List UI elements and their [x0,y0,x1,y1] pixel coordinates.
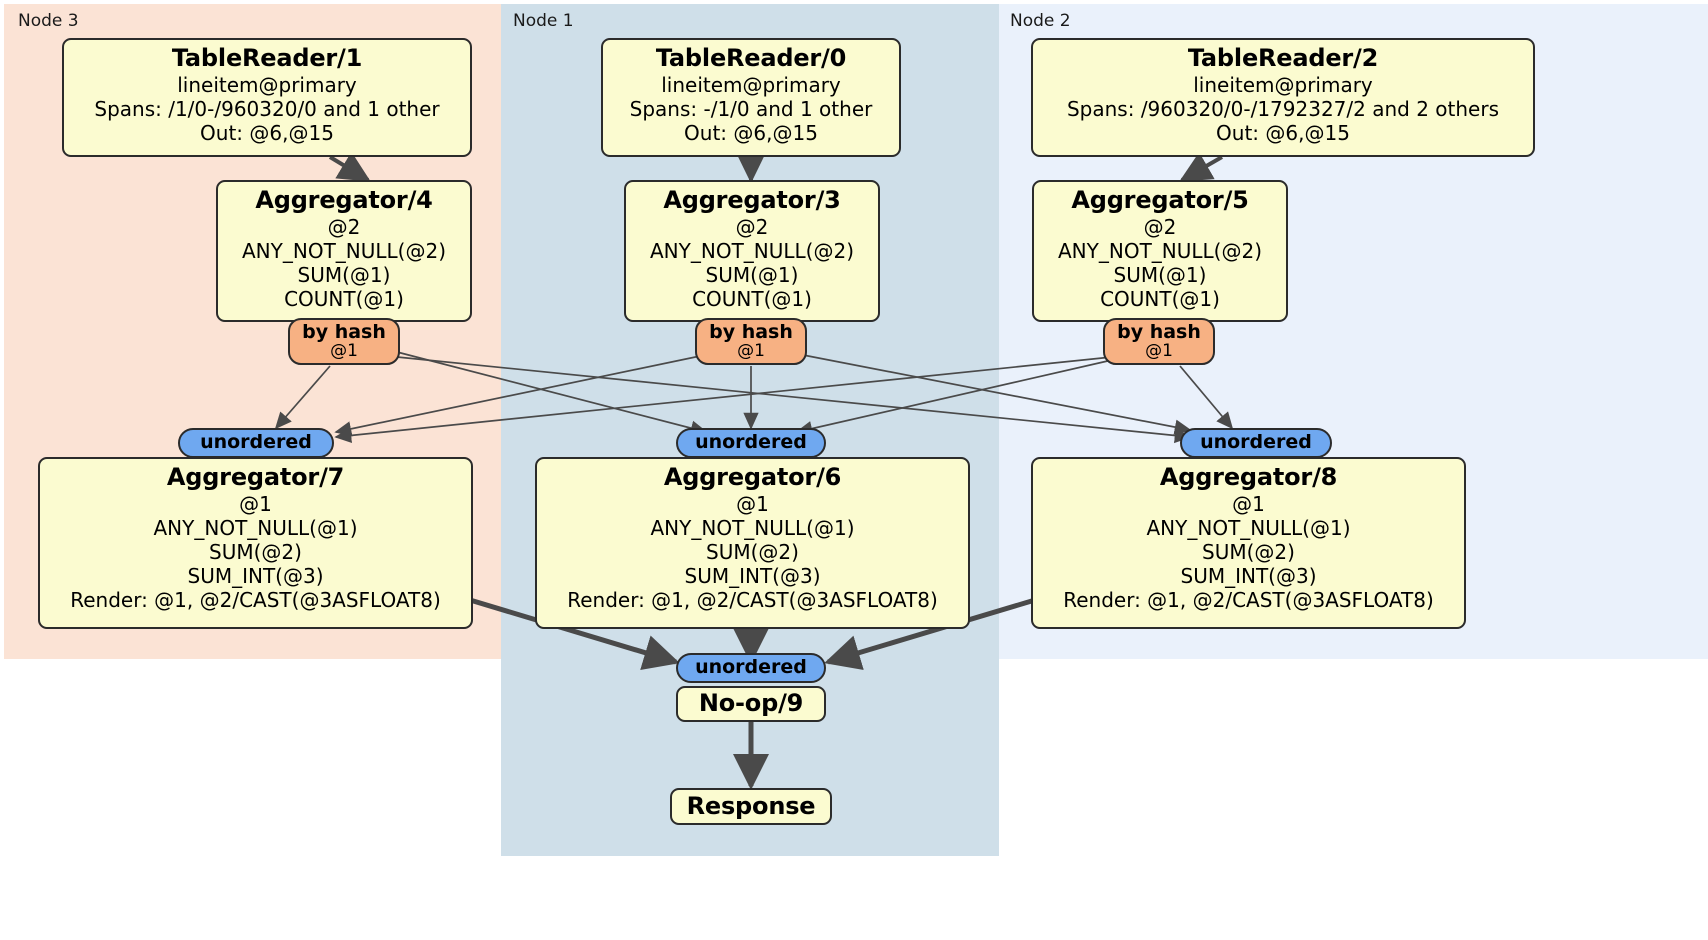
synchronizer-unordered-right[interactable]: unordered [1180,428,1332,458]
processor-table-reader-2[interactable]: TableReader/2 lineitem@primary Spans: /9… [1031,38,1535,157]
node-region-label-node2: Node 2 [1010,11,1071,31]
processor-render-line: Render: @1, @2/CAST(@3ASFLOAT8) [567,587,938,612]
synchronizer-unordered-left[interactable]: unordered [178,428,334,458]
processor-detail-line: ANY_NOT_NULL(@1) [1146,515,1351,540]
node-region-label-node1: Node 1 [513,11,574,31]
processor-detail-line: SUM_INT(@3) [684,563,821,588]
processor-detail-line: Out: @6,@15 [684,120,818,145]
router-kind-label: by hash [709,320,793,343]
processor-title: Aggregator/6 [663,463,842,491]
processor-detail-line: Spans: /960320/0-/1792327/2 and 2 others [1066,96,1499,121]
processor-detail-line: @1 [1232,491,1265,516]
processor-title: No-op/9 [698,689,804,718]
router-by-hash-right[interactable]: by hash @1 [1103,318,1215,365]
processor-detail-line: SUM(@1) [297,262,391,287]
processor-detail-line: SUM_INT(@3) [187,563,324,588]
processor-table-reader-1[interactable]: TableReader/1 lineitem@primary Spans: /1… [62,38,472,157]
processor-detail-line: Spans: /1/0-/960320/0 and 1 other [94,96,440,121]
processor-detail-line: lineitem@primary [661,72,841,97]
router-by-hash-left[interactable]: by hash @1 [288,318,400,365]
processor-title: TableReader/2 [1187,44,1379,72]
synchronizer-label: unordered [695,656,807,679]
processor-aggregator-8[interactable]: Aggregator/8 @1 ANY_NOT_NULL(@1) SUM(@2)… [1031,457,1466,629]
processor-detail-line: @1 [239,491,272,516]
processor-detail-line: SUM(@2) [706,539,799,564]
processor-aggregator-6[interactable]: Aggregator/6 @1 ANY_NOT_NULL(@1) SUM(@2)… [535,457,970,629]
processor-detail-line: SUM_INT(@3) [1180,563,1317,588]
processor-detail-line: lineitem@primary [1193,72,1373,97]
processor-detail-line: ANY_NOT_NULL(@1) [153,515,358,540]
processor-aggregator-5[interactable]: Aggregator/5 @2 ANY_NOT_NULL(@2) SUM(@1)… [1032,180,1288,322]
router-key-label: @1 [1145,340,1173,361]
processor-aggregator-4[interactable]: Aggregator/4 @2 ANY_NOT_NULL(@2) SUM(@1)… [216,180,472,322]
router-kind-label: by hash [302,320,386,343]
processor-detail-line: Spans: -/1/0 and 1 other [629,96,873,121]
processor-render-line: Render: @1, @2/CAST(@3ASFLOAT8) [1063,587,1434,612]
processor-detail-line: COUNT(@1) [1100,286,1220,311]
processor-detail-line: Out: @6,@15 [1216,120,1350,145]
processor-detail-line: COUNT(@1) [692,286,812,311]
processor-detail-line: COUNT(@1) [284,286,404,311]
processor-detail-line: ANY_NOT_NULL(@2) [1058,238,1262,263]
processor-title: Aggregator/7 [166,463,345,491]
processor-detail-line: ANY_NOT_NULL(@2) [650,238,854,263]
processor-detail-line: SUM(@2) [1202,539,1295,564]
processor-detail-line: SUM(@1) [1113,262,1207,287]
processor-detail-line: @2 [1143,214,1177,239]
processor-detail-line: Out: @6,@15 [200,120,334,145]
router-key-label: @1 [737,340,765,361]
synchronizer-unordered-center[interactable]: unordered [676,428,826,458]
synchronizer-label: unordered [1200,431,1312,454]
processor-title: Aggregator/4 [255,186,433,214]
processor-title: Aggregator/5 [1071,186,1249,214]
processor-detail-line: @2 [735,214,769,239]
synchronizer-label: unordered [695,431,807,454]
processor-detail-line: ANY_NOT_NULL(@1) [650,515,855,540]
processor-render-line: Render: @1, @2/CAST(@3ASFLOAT8) [70,587,441,612]
processor-detail-line: ANY_NOT_NULL(@2) [242,238,446,263]
router-kind-label: by hash [1117,320,1201,343]
processor-title: TableReader/1 [171,44,363,72]
processor-title: TableReader/0 [655,44,847,72]
processor-detail-line: @1 [736,491,769,516]
synchronizer-label: unordered [200,431,312,454]
processor-no-op-9[interactable]: No-op/9 [676,686,826,722]
processor-title: Aggregator/3 [663,186,841,214]
processor-table-reader-0[interactable]: TableReader/0 lineitem@primary Spans: -/… [601,38,901,157]
processor-aggregator-3[interactable]: Aggregator/3 @2 ANY_NOT_NULL(@2) SUM(@1)… [624,180,880,322]
synchronizer-unordered-final[interactable]: unordered [676,653,826,683]
processor-aggregator-7[interactable]: Aggregator/7 @1 ANY_NOT_NULL(@1) SUM(@2)… [38,457,473,629]
router-by-hash-center[interactable]: by hash @1 [695,318,807,365]
processor-response[interactable]: Response [670,788,832,825]
processor-detail-line: lineitem@primary [177,72,357,97]
processor-detail-line: SUM(@1) [705,262,799,287]
processor-title: Response [686,791,816,820]
processor-title: Aggregator/8 [1159,463,1338,491]
router-key-label: @1 [330,340,358,361]
processor-detail-line: SUM(@2) [209,539,302,564]
processor-detail-line: @2 [327,214,361,239]
node-region-label-node3: Node 3 [18,11,79,31]
